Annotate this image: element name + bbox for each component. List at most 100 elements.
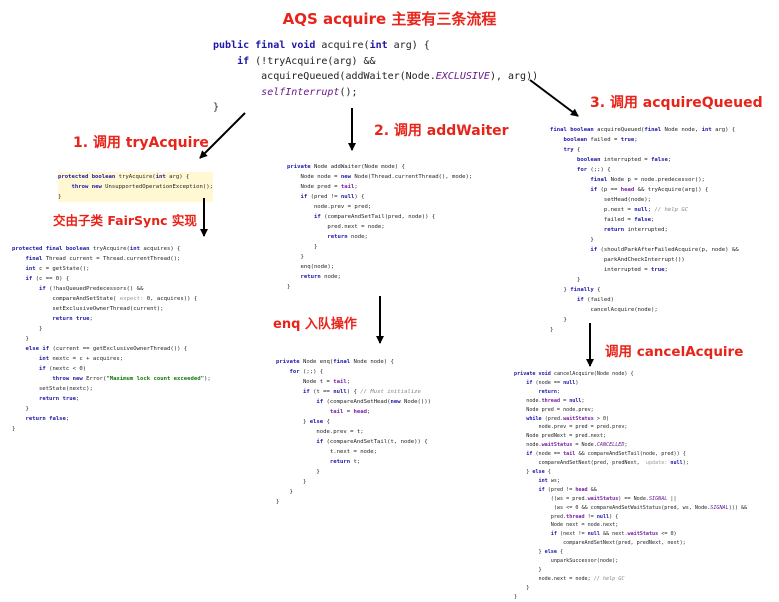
code-line: private Node enq(final Node node) {	[276, 359, 394, 365]
code-line: } else {	[514, 549, 564, 556]
code-line: return t;	[329, 459, 361, 465]
code-line: try {	[563, 147, 581, 153]
code-line: private Node addWaiter(Node mode) {	[287, 164, 405, 170]
acquire-code-block: public final void acquire(int arg) { if …	[213, 38, 538, 116]
code-line: setHead(node);	[550, 197, 652, 203]
code-line: }	[514, 584, 530, 591]
code-line: if (nextc < 0)	[38, 366, 87, 372]
code-line: if (p == head && tryAcquire(arg)) {	[590, 187, 709, 193]
code-line: }	[287, 244, 318, 250]
code-line: while (pred.waitStatus > 0)	[526, 415, 610, 422]
code-line: if (pred != null) {	[300, 194, 365, 200]
code-line: }	[276, 479, 307, 485]
code-line: if (compareAndSetTail(pred, node)) {	[313, 214, 436, 220]
code-line: node.thread = null;	[514, 397, 585, 404]
code-line: enq(node);	[287, 264, 335, 270]
code-line: cancelAcquire(node);	[550, 307, 658, 313]
code-line: } else {	[276, 419, 330, 425]
fair-sync-label: 交由子类 FairSync 实现	[53, 213, 197, 228]
code-line: return false;	[25, 416, 70, 422]
code-line: if (c == 0) {	[25, 276, 70, 282]
code-line: }	[276, 489, 293, 495]
cancel-acquire-code-block: private void cancelAcquire(Node node) { …	[514, 370, 747, 602]
code-line: if (!tryAcquire(arg) &&	[237, 55, 376, 67]
code-line: return true;	[52, 316, 93, 322]
code-line: }	[514, 593, 518, 600]
code-line: for (;;) {	[289, 369, 324, 375]
code-line: int ws;	[538, 477, 561, 484]
code-line: Node pred = node.prev;	[514, 406, 594, 413]
step-acquire-queued-label: 3. 调用 acquireQueued	[590, 95, 763, 111]
code-line: Node pred = tail;	[287, 184, 358, 190]
code-line: return node;	[327, 234, 368, 240]
code-line: setState(nextc);	[12, 386, 93, 392]
code-line: }	[287, 284, 291, 290]
code-line: }	[550, 317, 567, 323]
code-line: compareAndSetNext(pred, predNext, next);	[514, 540, 686, 547]
code-line: else if (current == getExclusiveOwnerThr…	[25, 346, 188, 352]
arrow-to-try-acquire	[199, 112, 246, 159]
code-line: throw new UnsupportedOperationException(…	[71, 184, 213, 190]
code-line: p.next = null; // help GC	[550, 207, 689, 213]
code-line: }	[287, 254, 304, 260]
code-line: int c = getState();	[25, 266, 90, 272]
code-line: }	[276, 499, 280, 505]
code-line: (ws <= 0 && compareAndSetWaitStatus(pred…	[514, 504, 748, 511]
code-line: }	[276, 469, 320, 475]
code-line: final boolean acquireQueued(final Node n…	[550, 127, 736, 133]
add-waiter-code-block: private Node addWaiter(Node mode) { Node…	[287, 162, 472, 292]
code-line: throw new Error("Maximum lock count exce…	[52, 376, 211, 382]
code-line: Node node = new Node(Thread.currentThrea…	[287, 174, 473, 180]
code-line: return interrupted;	[603, 227, 668, 233]
code-line: for (;;) {	[576, 167, 611, 173]
code-line: if (compareAndSetTail(t, node)) {	[316, 439, 428, 445]
code-line: pred.next = node;	[287, 224, 385, 230]
code-line: if (compareAndSetHead(new Node()))	[316, 399, 431, 405]
enq-code-block: private Node enq(final Node node) { for …	[276, 357, 431, 507]
code-line: int nextc = c + acquires;	[38, 356, 124, 362]
code-line: return true;	[38, 396, 80, 402]
arrow-to-acquire-queued	[529, 79, 579, 117]
code-line: }	[12, 406, 29, 412]
code-line: if (node == null)	[526, 379, 579, 386]
code-line: return node;	[300, 274, 341, 280]
code-line: Node next = node.next;	[514, 522, 619, 529]
code-line: if (next != null && next.waitStatus <= 0…	[550, 531, 677, 538]
code-line: }	[213, 102, 220, 113]
code-line: } finally {	[550, 287, 601, 293]
code-line: protected boolean tryAcquire(int arg) {	[58, 174, 190, 180]
code-line: if (failed)	[576, 297, 615, 303]
code-line: final Thread current = Thread.currentThr…	[25, 256, 181, 262]
code-line: }	[550, 277, 581, 283]
code-line: if (shouldParkAfterFailedAcquire(p, node…	[590, 247, 739, 253]
code-line: node.waitStatus = Node.CANCELLED;	[514, 442, 628, 449]
code-line: return;	[538, 388, 561, 395]
code-line: node.prev = t;	[276, 429, 364, 435]
code-line: tail = head;	[329, 409, 371, 415]
code-line: parkAndCheckInterrupt())	[550, 257, 685, 263]
code-line: }	[12, 336, 29, 342]
code-line: unparkSuccessor(node);	[514, 558, 619, 565]
code-line: pred.thread != null) {	[514, 513, 619, 520]
code-line: if (node == tail && compareAndSetTail(no…	[526, 451, 686, 458]
step-add-waiter-label: 2. 调用 addWaiter	[374, 123, 509, 139]
code-line: }	[12, 426, 16, 432]
code-line: interrupted = true;	[550, 267, 668, 273]
code-line: }	[550, 237, 594, 243]
code-line: compareAndSetState( expect: 0, acquires)…	[12, 296, 198, 302]
code-line: selfInterrupt();	[261, 86, 358, 98]
code-line: }	[514, 566, 542, 573]
code-line: t.next = node;	[276, 449, 378, 455]
code-line: node.prev = pred = pred.prev;	[514, 424, 628, 431]
code-line: boolean interrupted = false;	[576, 157, 672, 163]
fair-sync-code-block: protected final boolean tryAcquire(int a…	[12, 244, 211, 434]
code-line: if (pred != head &&	[538, 486, 597, 493]
code-line: }	[58, 194, 62, 200]
code-line: Node predNext = pred.next;	[514, 433, 607, 440]
code-line: node.prev = pred;	[287, 204, 372, 210]
diagram-title: AQS acquire 主要有三条流程	[282, 10, 497, 28]
acquire-queued-code-block: final boolean acquireQueued(final Node n…	[550, 125, 739, 335]
code-line: acquireQueued(addWaiter(Node.EXCLUSIVE),…	[213, 71, 539, 82]
code-line: setExclusiveOwnerThread(current);	[12, 306, 164, 312]
